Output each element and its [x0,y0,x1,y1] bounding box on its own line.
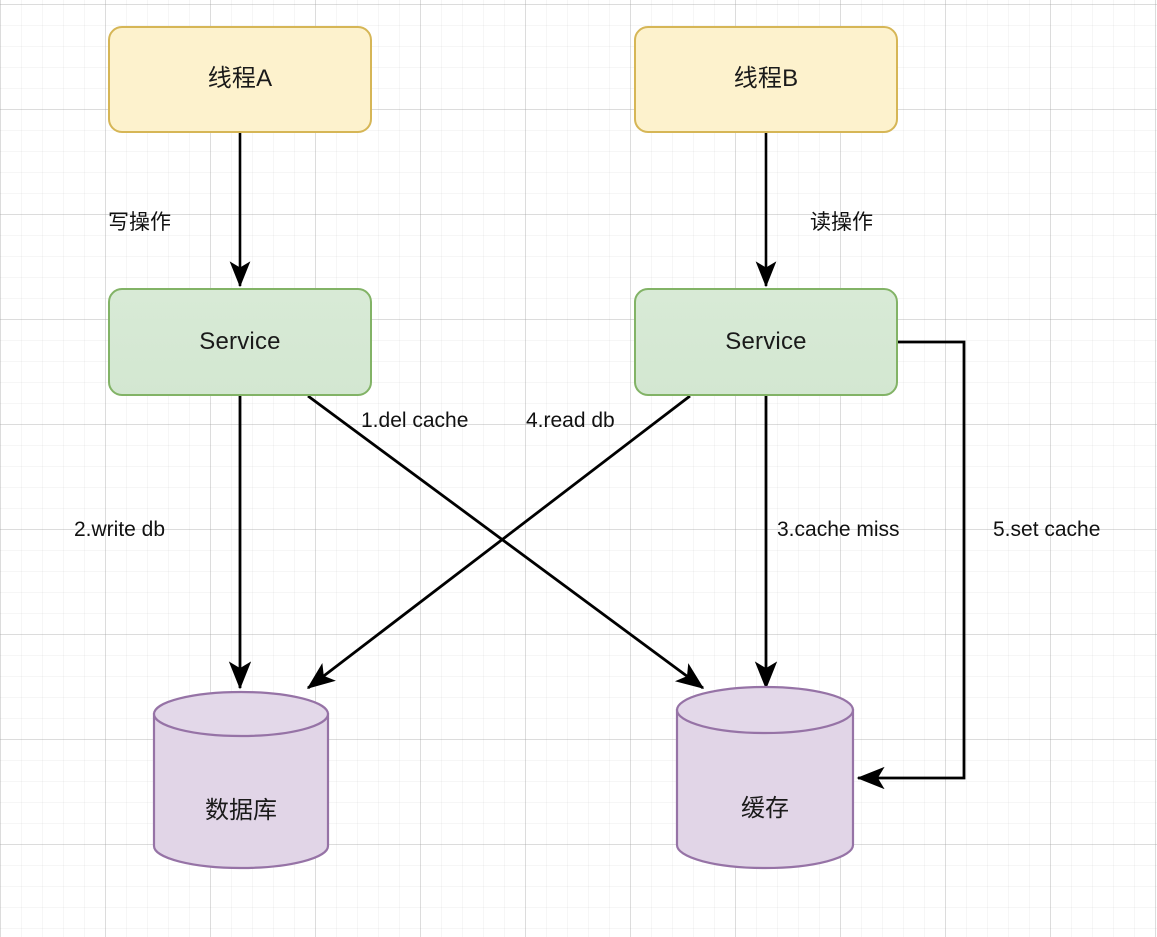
node-service-b-label: Service [725,327,807,355]
edge-label-set-cache: 5.set cache [993,518,1101,541]
connector-read-db [306,394,691,690]
node-thread-a[interactable]: 线程A [108,26,372,133]
node-service-a[interactable]: Service [108,288,372,396]
edge-label-del-cache: 1.del cache [361,409,469,432]
node-database[interactable]: 数据库 [152,690,330,870]
edge-label-cache-miss: 3.cache miss [777,518,900,541]
connector-del-cache [307,394,705,690]
node-thread-a-label: 线程A [207,65,273,93]
node-thread-b-label: 线程B [733,65,799,93]
edge-label-write-db: 2.write db [74,518,166,541]
cache-cylinder-icon [675,685,855,870]
node-cache[interactable]: 缓存 [675,685,855,870]
database-cylinder-icon [152,690,330,870]
node-thread-b[interactable]: 线程B [634,26,898,133]
connector-set-cache [856,340,966,790]
edge-label-read-op: 读操作 [810,211,873,234]
edge-label-read-db: 4.read db [526,409,615,432]
edge-label-write-op: 写操作 [108,211,171,234]
node-service-a-label: Service [199,327,281,355]
node-service-b[interactable]: Service [634,288,898,396]
